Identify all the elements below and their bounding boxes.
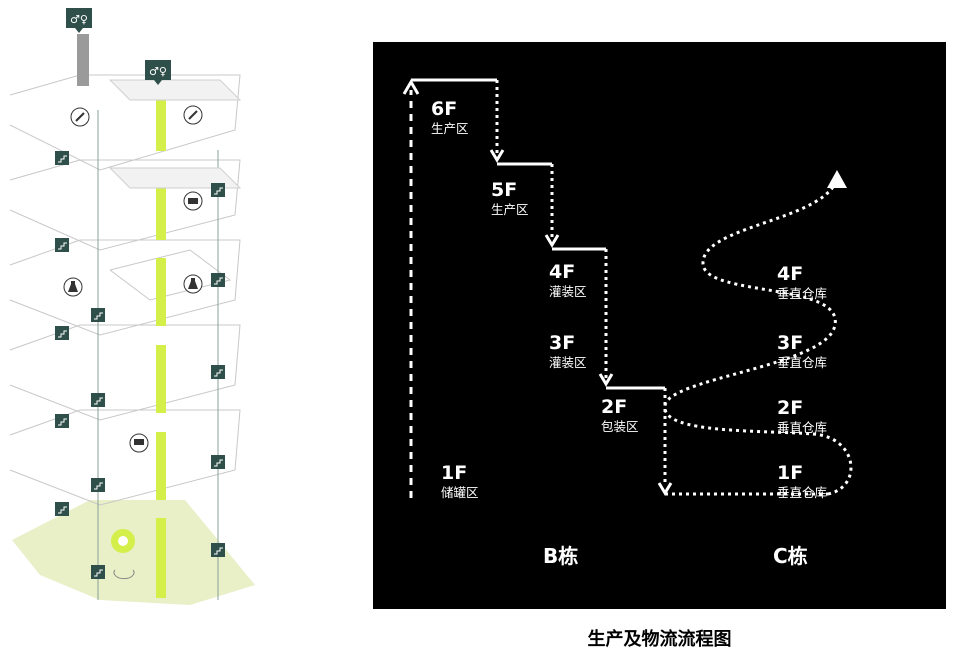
floor-number: 2F: [601, 396, 628, 418]
stairs-icon: [91, 478, 105, 492]
restroom-icon: ♂♀: [145, 60, 171, 85]
flow-diagram-panel: 6F 生产区 5F 生产区 4F 灌装区 3F 灌装区 2F 包装区 1F 储罐…: [373, 42, 946, 609]
top-arrowhead: [827, 170, 847, 188]
floor-label-b-5f: 5F 生产区: [491, 181, 529, 217]
zone-name: 灌装区: [549, 284, 587, 299]
floor-number: 3F: [549, 332, 576, 354]
arrowhead: [489, 149, 505, 163]
diagram-caption: 生产及物流流程图: [587, 629, 732, 650]
zone-name: 生产区: [431, 121, 469, 136]
floor-label-b-4f: 4F 灌装区: [549, 263, 587, 299]
stairs-icon: [211, 273, 225, 287]
zone-name: 垂直仓库: [777, 286, 828, 301]
svg-text:♂♀: ♂♀: [149, 65, 167, 78]
floor-slabs: [9, 74, 241, 506]
monitor-icon: [129, 433, 149, 453]
zone-name: 储罐区: [441, 485, 479, 500]
floor-label-b-2f: 2F 包装区: [601, 398, 639, 434]
zone-name: 垂直仓库: [777, 485, 828, 500]
zone-name: 生产区: [491, 202, 529, 217]
stairs-icon: [91, 393, 105, 407]
location-pin-icon: [111, 529, 135, 580]
stairs-icon: [211, 183, 225, 197]
pencil-icon: [183, 105, 203, 125]
arrowhead: [657, 482, 673, 496]
zone-name: 灌装区: [549, 355, 587, 370]
stairs-icon-group: [55, 151, 225, 579]
building-name-c: C栋: [773, 544, 808, 568]
building-name-b: B栋: [543, 544, 579, 568]
floor-number: 6F: [431, 98, 458, 120]
floor-number: 4F: [549, 261, 576, 283]
floor-number: 2F: [777, 397, 804, 419]
camera-icon: [183, 191, 203, 211]
green-elevator-shaft: [156, 83, 166, 598]
zone-name: 包装区: [601, 419, 639, 434]
floor-number: 1F: [777, 462, 804, 484]
serpentine-path: [663, 183, 853, 496]
arrowhead: [544, 234, 560, 248]
floor-label-b-3f: 3F 灌装区: [549, 334, 587, 370]
stairs-icon: [91, 565, 105, 579]
stairs-icon: [211, 455, 225, 469]
floor-number: 5F: [491, 179, 518, 201]
flow-arrows: [402, 78, 853, 498]
arrowhead: [598, 373, 614, 387]
bottle-icon: [183, 274, 203, 294]
ground-plane: [12, 500, 255, 605]
restroom-icon: ♂♀: [66, 8, 92, 33]
grey-elevator-shaft: [77, 34, 89, 86]
stairs-icon: [91, 308, 105, 322]
svg-text:♂♀: ♂♀: [70, 13, 88, 26]
floor-number: 4F: [777, 263, 804, 285]
zone-name: 垂直仓库: [777, 355, 828, 370]
floor-number: 3F: [777, 332, 804, 354]
floor-label-c-1f: 1F 垂直仓库: [777, 464, 827, 500]
stairs-icon: [211, 365, 225, 379]
axonometric-building-illustration: ♂♀ ♂♀: [9, 8, 255, 605]
pencil-icon: [70, 107, 90, 127]
stairs-icon: [55, 238, 69, 252]
stairs-icon: [55, 151, 69, 165]
stairs-icon: [55, 502, 69, 516]
floor-label-b-6f: 6F 生产区: [431, 100, 469, 136]
floor-label-c-3f: 3F 垂直仓库: [777, 334, 827, 370]
up-arrowhead: [402, 79, 420, 95]
stairs-icon: [55, 414, 69, 428]
floor-label-b-1f: 1F 储罐区: [441, 464, 479, 500]
roof-panels: [108, 79, 242, 189]
floor-number: 1F: [441, 462, 468, 484]
floor-label-c-4f: 4F 垂直仓库: [777, 265, 827, 301]
stairs-icon: [55, 326, 69, 340]
zone-name: 垂直仓库: [777, 420, 828, 435]
stairs-icon: [211, 543, 225, 557]
bottle-icon: [63, 277, 83, 297]
floor-label-c-2f: 2F 垂直仓库: [777, 399, 827, 435]
